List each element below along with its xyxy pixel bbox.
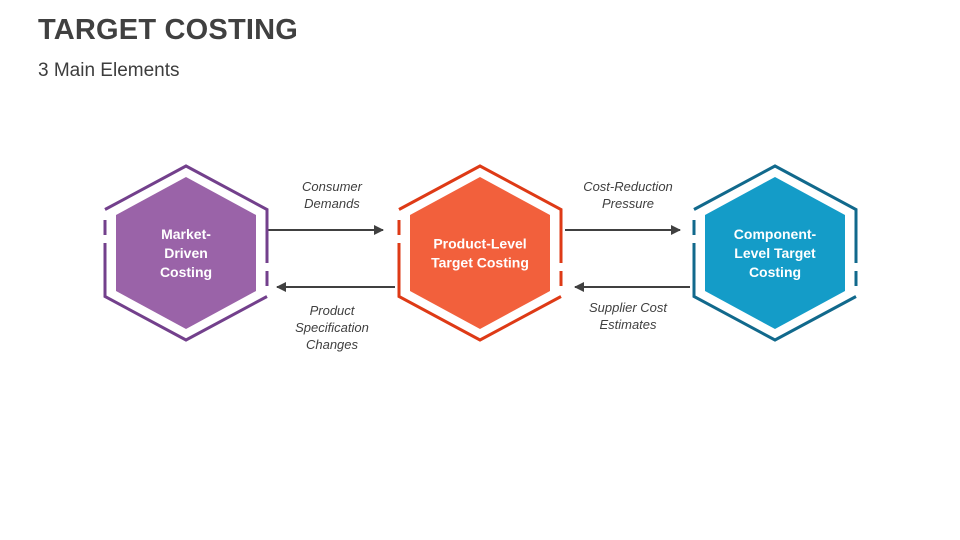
- flow-label-supplier-cost-estimates: Supplier Cost Estimates: [588, 300, 668, 333]
- hexagon-broken-outline: [397, 164, 563, 342]
- hexagon-market-driven-costing: Market- Driven Costing: [91, 158, 281, 348]
- hexagon-label-product-level-target-costing: Product-Level Target Costing: [431, 235, 529, 270]
- hexagon-fill: [705, 177, 845, 329]
- flow-label-consumer-demands: Consumer Demands: [302, 179, 362, 212]
- hexagon-fill: [410, 177, 550, 329]
- hexagon-broken-outline: [103, 164, 269, 342]
- flow-label-product-specification-changes: Product Specification Changes: [295, 303, 369, 353]
- hexagon-fill: [116, 177, 256, 329]
- page-title: TARGET COSTING: [38, 14, 299, 46]
- flow-label-cost-reduction-pressure: Cost-Reduction Pressure: [583, 179, 673, 212]
- hexagon-shape: [397, 164, 563, 342]
- hexagon-label-market-driven-costing: Market- Driven Costing: [159, 225, 213, 280]
- hexagon-broken-outline: [692, 164, 858, 342]
- hexagon-product-level-target-costing: Product-Level Target Costing: [385, 158, 575, 348]
- hexagon-label-component-level-target-costing: Component- Level Target Costing: [733, 225, 817, 280]
- hexagon-shape: [692, 164, 858, 342]
- page-subtitle: 3 Main Elements: [38, 60, 180, 81]
- hexagon-shape: [103, 164, 269, 342]
- hexagon-component-level-target-costing: Component- Level Target Costing: [680, 158, 870, 348]
